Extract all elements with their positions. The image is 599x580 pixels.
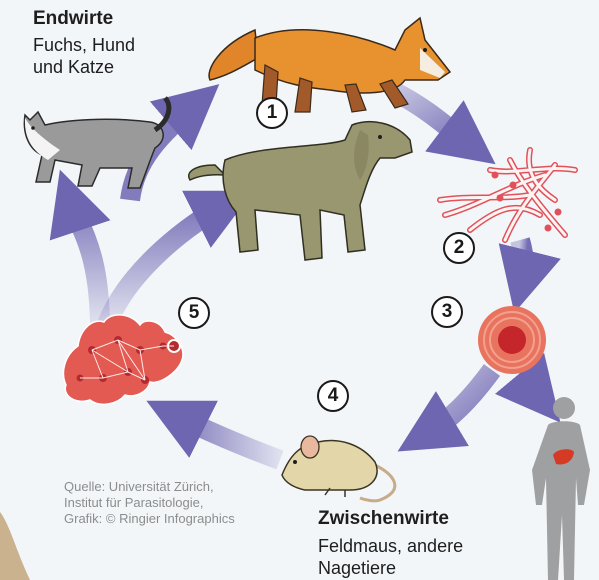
worm-icon <box>440 150 575 240</box>
arrow-egg-to-human <box>522 378 540 398</box>
intermediate-hosts-line2: Nagetiere <box>318 557 396 579</box>
cyst-icon <box>63 315 182 404</box>
definitive-hosts-title: Endwirte <box>33 8 113 30</box>
ground-corner <box>0 512 30 580</box>
egg-icon <box>478 306 546 374</box>
arrow-mouse-to-cyst <box>175 415 280 460</box>
source-credit-line1: Quelle: Universität Zürich, <box>64 479 214 495</box>
intermediate-hosts-title: Zwischenwirte <box>318 508 449 530</box>
intermediate-hosts-line1: Feldmaus, andere <box>318 535 463 557</box>
dog-icon <box>189 122 412 260</box>
step-1-badge: 1 <box>256 97 288 129</box>
definitive-hosts-line2: und Katze <box>33 56 114 78</box>
step-3-badge: 3 <box>431 296 463 328</box>
arrow-egg-to-mouse <box>425 370 492 435</box>
step-5-badge: 5 <box>178 297 210 329</box>
mouse-icon <box>282 436 395 501</box>
source-credit-line3: Grafik: © Ringier Infographics <box>64 511 235 527</box>
source-credit-line2: Institut für Parasitologie, <box>64 495 203 511</box>
step-2-badge: 2 <box>443 232 475 264</box>
human-icon <box>532 397 590 580</box>
definitive-hosts-line1: Fuchs, Hund <box>33 34 135 56</box>
step-4-badge: 4 <box>317 380 349 412</box>
arrow-worm-to-egg <box>520 240 524 282</box>
arrow-cyst-to-cat <box>70 200 100 330</box>
